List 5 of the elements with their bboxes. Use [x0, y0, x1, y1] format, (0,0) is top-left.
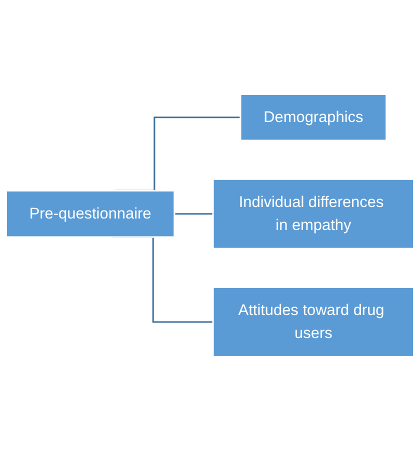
node-box: Attitudes toward drug users	[212, 286, 415, 358]
node-box: Pre-questionnaire	[5, 189, 176, 238]
connector	[174, 212, 214, 214]
node-box: Demographics	[240, 92, 388, 141]
node-box: Individual differences in empathy	[212, 178, 415, 249]
